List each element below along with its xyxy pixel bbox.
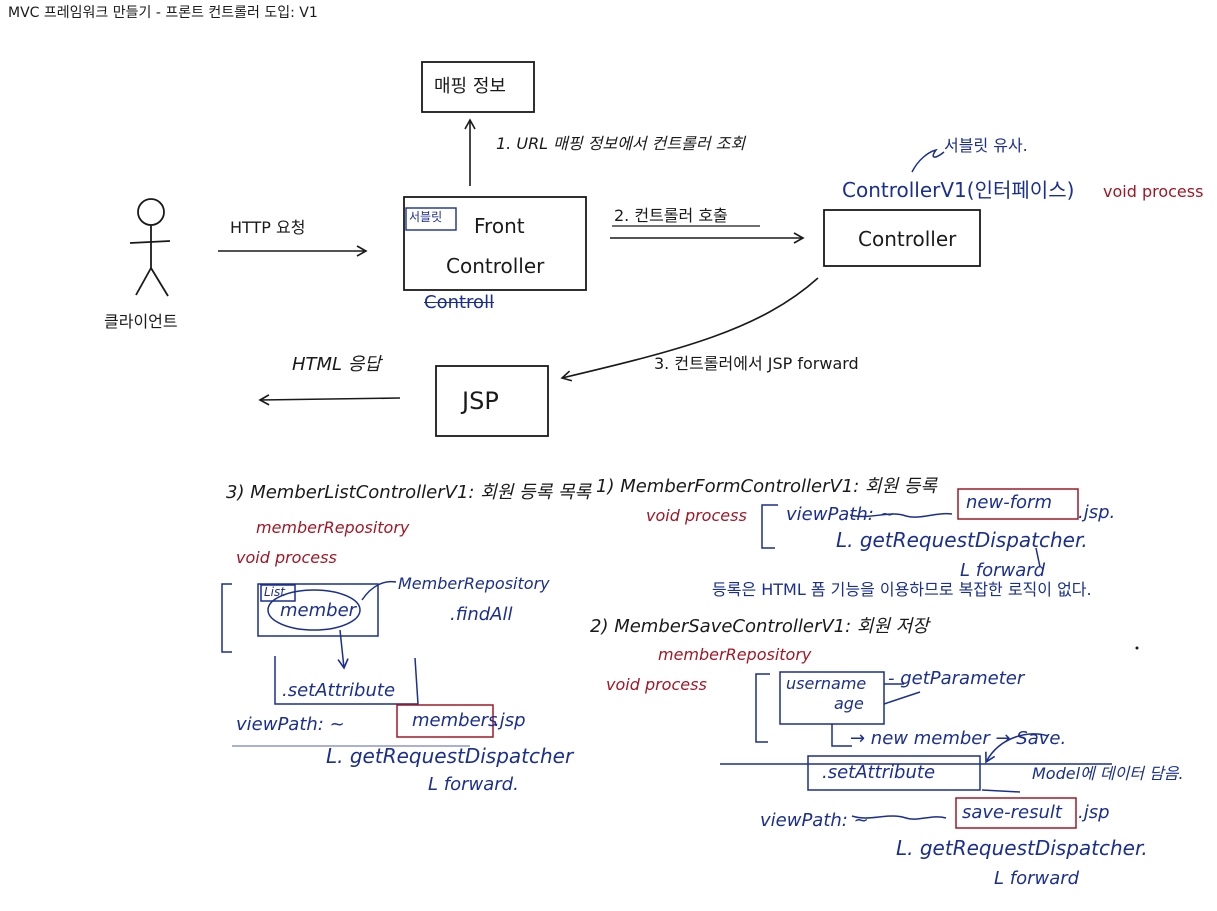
save-view-path: viewPath: ~ — [760, 812, 869, 830]
form-jsp-ext: .jsp. — [1078, 504, 1115, 522]
front-servlet-tag: 서블릿 — [409, 211, 442, 223]
save-repository: memberRepository — [658, 647, 811, 663]
front-controller-line2: Controller — [446, 256, 544, 276]
list-dispatcher: L. getRequestDispatcher — [326, 746, 573, 766]
save-set-attribute: .setAttribute — [822, 764, 935, 782]
controller-interface-label: ControllerV1(인터페이스) — [842, 180, 1074, 200]
save-get-parameter: - getParameter — [888, 670, 1024, 688]
form-dispatcher: L. getRequestDispatcher. — [836, 530, 1088, 550]
list-process: void process — [236, 550, 337, 566]
save-jsp-ext: .jsp — [1078, 804, 1110, 822]
client-label: 클라이언트 — [104, 314, 178, 330]
save-controller-title: 2) MemberSaveControllerV1: 회원 저장 — [590, 618, 929, 636]
controller-method-label: void process — [1103, 184, 1203, 200]
list-repo-call: MemberRepository — [398, 576, 550, 592]
form-process: void process — [646, 508, 747, 524]
step2-label: 2. 컨트롤러 호출 — [614, 208, 728, 224]
list-forward: L forward. — [428, 776, 519, 794]
list-jsp-ext: .jsp — [494, 712, 526, 730]
save-forward: L forward — [994, 870, 1079, 888]
list-members-file: members — [412, 712, 497, 730]
save-new-member: → new member → Save. — [850, 730, 1066, 748]
jsp-box-label: JSP — [462, 389, 499, 413]
front-controller-line1: Front — [474, 216, 525, 236]
html-response-label: HTML 응답 — [292, 356, 381, 374]
list-view-path: viewPath: ~ — [236, 716, 345, 734]
list-repository: memberRepository — [256, 520, 409, 536]
page-title: MVC 프레임워크 만들기 - 프론트 컨트롤러 도입: V1 — [8, 6, 318, 20]
list-controller-title: 3) MemberListControllerV1: 회원 등록 목록 — [226, 484, 591, 502]
save-param-age: age — [834, 696, 864, 712]
html-response-arrow — [260, 398, 400, 400]
save-param-username: username — [786, 676, 866, 692]
form-view-path: viewPath: ~ — [786, 506, 895, 524]
list-tag: List — [264, 586, 285, 598]
servlet-similar-squiggle — [912, 150, 944, 172]
save-dispatcher: L. getRequestDispatcher. — [896, 838, 1148, 858]
http-request-label: HTTP 요청 — [230, 220, 305, 236]
form-file: new-form — [966, 494, 1052, 512]
controller-box-label: Controller — [858, 229, 956, 249]
save-model-note: Model에 데이터 담음. — [1032, 766, 1184, 782]
step3-label: 3. 컨트롤러에서 JSP forward — [654, 356, 859, 372]
form-note: 등록은 HTML 폼 기능을 이용하므로 복잡한 로직이 없다. — [712, 582, 1092, 598]
client-figure — [130, 199, 170, 296]
save-process: void process — [606, 677, 707, 693]
dot-mark — [1136, 647, 1139, 650]
front-controller-crossed: Controll — [424, 294, 494, 312]
list-set-attribute: .setAttribute — [282, 682, 395, 700]
servlet-similar-note: 서블릿 유사. — [944, 138, 1028, 154]
list-find-all: .findAll — [450, 606, 513, 624]
form-forward: L forward — [960, 562, 1045, 580]
save-result-file: save-result — [962, 804, 1062, 822]
mapping-box-label: 매핑 정보 — [434, 78, 506, 96]
form-controller-title: 1) MemberFormControllerV1: 회원 등록 — [596, 478, 937, 496]
list-member: member — [280, 602, 356, 620]
step1-label: 1. URL 매핑 정보에서 컨트롤러 조회 — [496, 136, 745, 152]
